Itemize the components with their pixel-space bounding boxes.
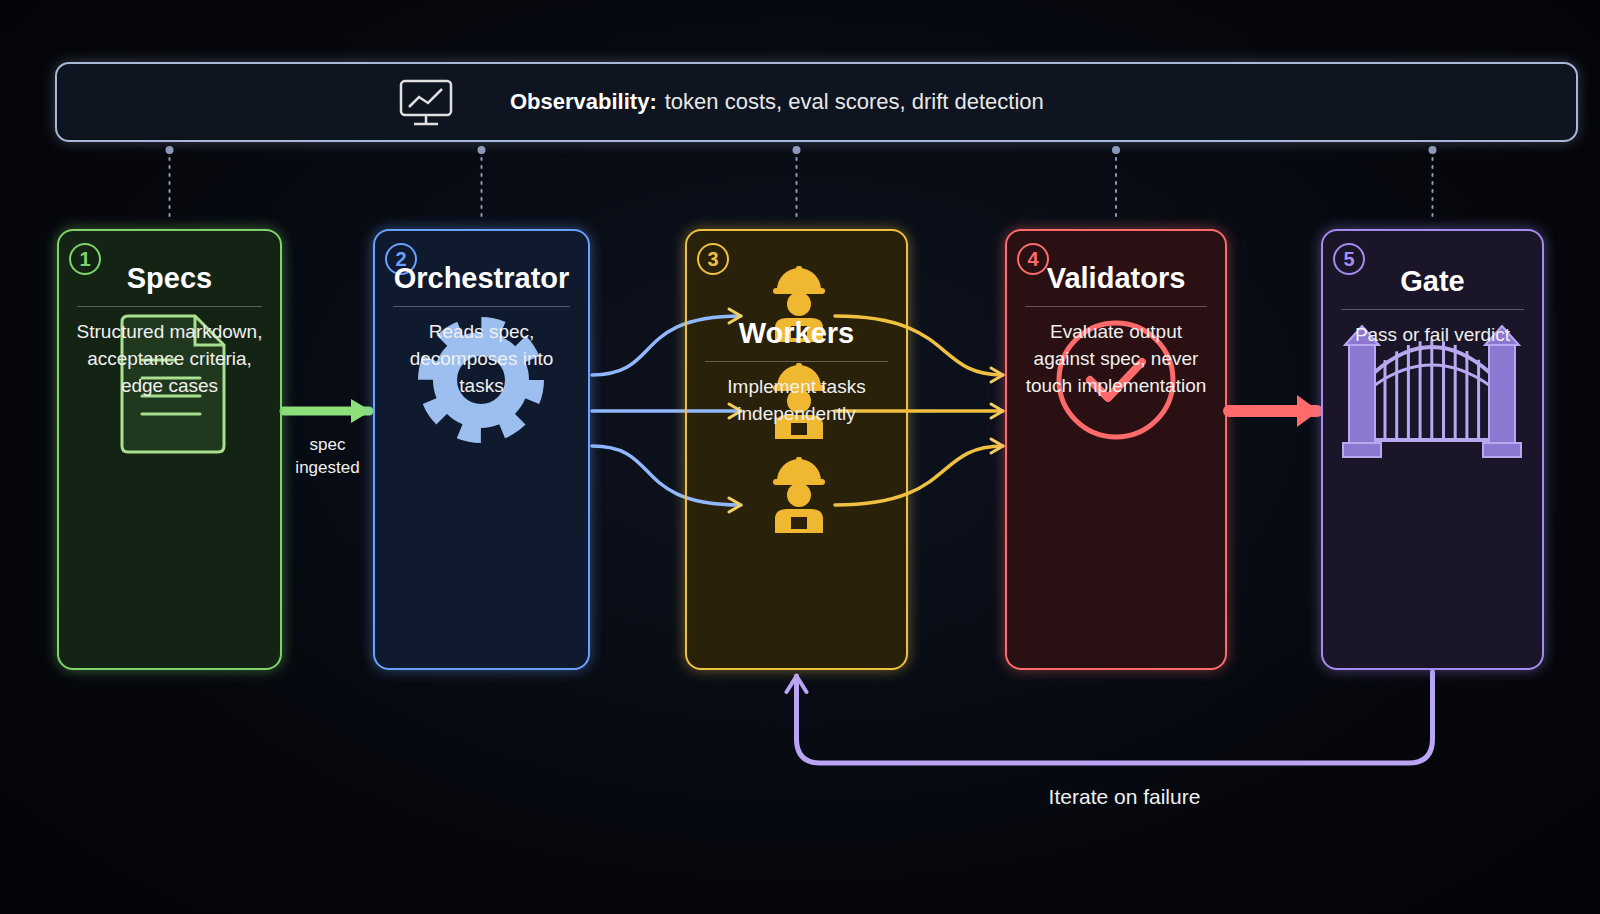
monitor-icon — [401, 81, 451, 124]
connector-line — [1229, 405, 1317, 417]
box-fill — [1321, 229, 1544, 670]
connector-line — [797, 672, 1433, 763]
dotted-connector — [793, 146, 801, 219]
feedback-loop — [797, 672, 1433, 763]
stage-box: 3WorkersImplement tasks independently — [685, 229, 908, 670]
connector-line — [835, 409, 1003, 413]
stage-description: Reads spec, decomposes into tasks — [375, 318, 588, 399]
band-heading: Observability: — [510, 89, 657, 115]
callout-number: 3 — [697, 243, 729, 275]
band-body: token costs, eval scores, drift detectio… — [665, 89, 1044, 115]
connector-line — [169, 158, 171, 219]
callout-number: 1 — [69, 243, 101, 275]
connector-line — [835, 446, 1003, 505]
fan-out-connector — [592, 316, 741, 505]
worker-icon — [773, 363, 825, 439]
title-rule — [1341, 309, 1524, 310]
band-fill — [55, 62, 1578, 142]
box-fill — [1005, 229, 1227, 670]
connector-line — [1115, 158, 1117, 219]
connector-dot — [793, 146, 801, 154]
connector-line — [592, 409, 741, 413]
stage-title: Validators — [1007, 260, 1225, 296]
connector-dot — [478, 146, 486, 154]
title-rule — [393, 306, 570, 307]
dotted-connector — [166, 146, 174, 219]
stage-box: 1SpecsStructured markdown, acceptance cr… — [57, 229, 282, 670]
connector-line — [592, 446, 741, 505]
title-rule — [77, 306, 262, 307]
stage-description: Pass or fail verdict — [1323, 321, 1542, 348]
arrow-connector — [284, 411, 369, 412]
connector-line — [796, 158, 798, 219]
title-rule — [1025, 306, 1207, 307]
observability-band: Observability: token costs, eval scores, … — [55, 62, 1578, 142]
edge-label: spec ingested — [284, 433, 371, 479]
stage-box: 4ValidatorsEvaluate output against spec,… — [1005, 229, 1227, 670]
box-fill — [57, 229, 282, 670]
gate-icon — [1343, 326, 1521, 457]
connector-dot — [1429, 146, 1437, 154]
stage-title: Orchestrator — [375, 260, 588, 296]
stage-description: Structured markdown, acceptance criteria… — [59, 318, 280, 399]
box-fill — [373, 229, 590, 670]
connector-line — [592, 316, 741, 375]
dotted-connector — [478, 146, 486, 219]
stage-description: Evaluate output against spec, never touc… — [1007, 318, 1225, 399]
connector-dot — [166, 146, 174, 154]
stage-box: 2OrchestratorReads spec, decomposes into… — [373, 229, 590, 670]
dotted-connector — [1112, 146, 1120, 219]
box-fill — [685, 229, 908, 670]
worker-icon — [773, 457, 825, 533]
stage-title: Specs — [59, 260, 280, 296]
edge-label: Iterate on failure — [945, 783, 1305, 810]
dotted-connector — [1429, 146, 1437, 219]
callout-number: 5 — [1333, 243, 1365, 275]
connector-line — [835, 316, 1003, 375]
connector-line — [284, 407, 369, 416]
title-rule — [705, 361, 888, 362]
connector-line — [481, 158, 483, 219]
stage-box: 5GatePass or fail verdict — [1321, 229, 1544, 670]
stage-title: Gate — [1323, 263, 1542, 299]
connector-dot — [1112, 146, 1120, 154]
callout-number: 4 — [1017, 243, 1049, 275]
worker-icons — [773, 266, 825, 533]
stage-title: Workers — [687, 315, 906, 351]
connector-line — [1432, 158, 1434, 219]
arrow-connector — [1229, 411, 1317, 412]
fan-in-connector — [835, 316, 1003, 505]
stage-description: Implement tasks independently — [687, 373, 906, 427]
